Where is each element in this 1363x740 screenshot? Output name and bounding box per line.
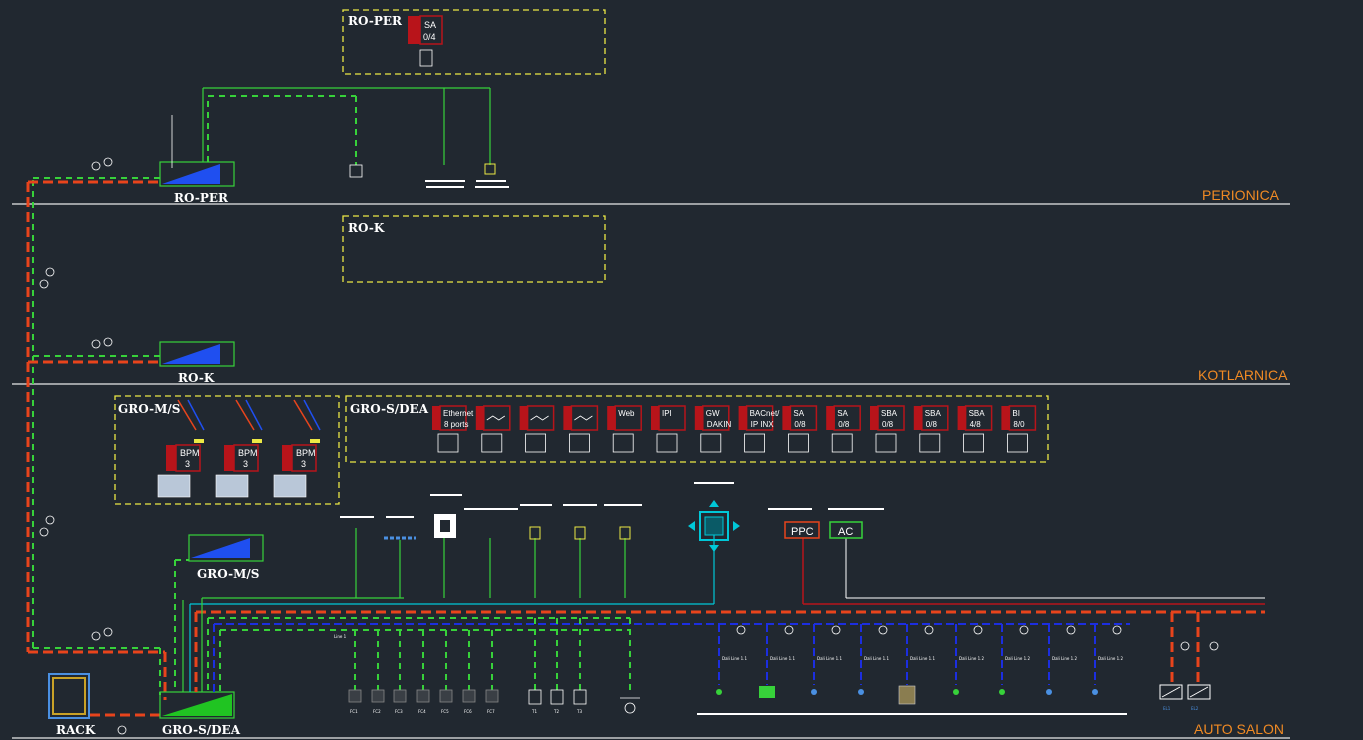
- ro-per-panel[interactable]: RO-PER: [159, 115, 235, 205]
- gro-sdea-modules: Ethernet 8 ports Web IPI GW DAKIN BACnet/IP IN…: [432, 405, 1037, 453]
- small-annotations: [340, 180, 1127, 715]
- ppc-label: PPC: [791, 526, 814, 538]
- sensor-label-7: FC7: [487, 709, 495, 714]
- sdea-module-value-1: 8 ports: [444, 420, 468, 429]
- dali-line-label-7: Dali Line 1.2: [1005, 656, 1030, 661]
- sdea-module-label-13: SBA: [969, 409, 986, 418]
- sdea-module-label-7: GW: [706, 409, 720, 418]
- floor-label-auto-salon: AUTO SALON: [1194, 721, 1284, 737]
- line-1-label: Line 1: [334, 634, 347, 639]
- ro-k-label: RO-K: [178, 371, 215, 385]
- ac-box[interactable]: AC: [829, 521, 863, 539]
- ro-per-feeders: [202, 87, 496, 178]
- sdea-module-value-11: 0/8: [882, 420, 894, 429]
- sdea-module-value-13: 4/8: [970, 420, 982, 429]
- bpm-label-1: BPM: [180, 448, 200, 458]
- sdea-module-label-12: SBA: [925, 409, 942, 418]
- gro-sdea-panel[interactable]: GRO-S/DEA: [159, 691, 241, 737]
- bpm-value-1: 3: [185, 459, 190, 469]
- gro-ms-feeders: [174, 559, 189, 692]
- riser-markers: [39, 157, 127, 735]
- sdea-module-label-1: Ethernet: [443, 409, 474, 418]
- dali-line-label-1: Dali Line 1.1: [722, 656, 747, 661]
- bpm-label-2: BPM: [238, 448, 258, 458]
- ro-per-cabinet: RO-PER SA 0/4: [342, 9, 606, 75]
- gro-ms-cabinet-title: GRO-M/S: [118, 402, 180, 416]
- bpm-label-3: BPM: [296, 448, 316, 458]
- sensor-label-6: FC6: [464, 709, 472, 714]
- dali-line-label-5: Dali Line 1.1: [910, 656, 935, 661]
- fire-sensors: FC1 FC2 FC3 FC4 FC5 FC6 FC7 T1 T2 T3: [348, 618, 640, 714]
- ppc-box[interactable]: PPC: [784, 521, 820, 539]
- sdea-module-label-11: SBA: [881, 409, 898, 418]
- end-label-1: EL1: [1163, 706, 1171, 711]
- rack[interactable]: RACK: [48, 673, 96, 737]
- ro-k-cabinet: RO-K: [342, 215, 606, 283]
- dali-line-label-2: Dali Line 1.1: [770, 656, 795, 661]
- sdea-module-label-9: SA: [793, 409, 804, 418]
- end-label-2: EL2: [1191, 706, 1199, 711]
- sdea-module-value-8: IP INX: [751, 420, 775, 429]
- ro-per-label: RO-PER: [174, 191, 229, 205]
- sdea-module-value-7: DAKIN: [707, 420, 732, 429]
- dali-line-label-8: Dali Line 1.2: [1052, 656, 1077, 661]
- sdea-module-value-9: 0/8: [794, 420, 806, 429]
- gro-sdea-cabinet-title: GRO-S/DEA: [350, 402, 429, 416]
- sdea-module-value-14: 8/0: [1013, 420, 1025, 429]
- bpm-value-2: 3: [243, 459, 248, 469]
- gro-ms-panel[interactable]: GRO-M/S: [188, 534, 264, 581]
- sensor-label-3: FC3: [395, 709, 403, 714]
- thermostat-label-1: T1: [531, 709, 537, 714]
- sensor-label-2: FC2: [373, 709, 381, 714]
- ac-label: AC: [838, 526, 853, 538]
- floor-label-kotlarnica: KOTLARNICA: [1198, 367, 1288, 383]
- dali-lines: Dali Line 1.1 Dali Line 1.1 Dali Line 1.1 D…: [716, 624, 1219, 705]
- dali-line-label-4: Dali Line 1.1: [864, 656, 889, 661]
- sdea-module-label-8: BACnet/: [750, 409, 781, 418]
- sensor-label-5: FC5: [441, 709, 449, 714]
- ro-k-cabinet-title: RO-K: [348, 221, 385, 235]
- ro-per-cabinet-title: RO-PER: [348, 14, 403, 28]
- floor-label-perionica: PERIONICA: [1202, 187, 1280, 203]
- gro-sdea-label: GRO-S/DEA: [162, 723, 241, 737]
- ro-per-module-line1: SA: [424, 20, 436, 30]
- thermostat-label-3: T3: [576, 709, 582, 714]
- gro-ms-cabinet: GRO-M/S: [114, 395, 340, 505]
- dali-line-label-3: Dali Line 1.1: [817, 656, 842, 661]
- sdea-module-label-5: Web: [618, 409, 635, 418]
- bpm-value-3: 3: [301, 459, 306, 469]
- sdea-module-label-14: BI: [1012, 409, 1020, 418]
- sensor-label-4: FC4: [418, 709, 426, 714]
- sdea-module-label-10: SA: [837, 409, 848, 418]
- ac-indoor-unit[interactable]: [688, 500, 740, 552]
- sensor-label-1: FC1: [350, 709, 358, 714]
- trunk-lines: [189, 532, 1265, 692]
- sdea-module-value-10: 0/8: [838, 420, 850, 429]
- end-boxes: EL1 EL2: [1159, 684, 1211, 711]
- field-devices-upper: [355, 514, 631, 598]
- ro-per-module-line2: 0/4: [423, 32, 436, 42]
- gro-sdea-cabinet: GRO-S/DEA: [345, 395, 1049, 463]
- gro-ms-label: GRO-M/S: [197, 567, 259, 581]
- dali-line-label-6: Dali Line 1.2: [959, 656, 984, 661]
- dali-line-label-9: Dali Line 1.2: [1098, 656, 1123, 661]
- sdea-module-value-12: 0/8: [926, 420, 938, 429]
- thermostat-label-2: T2: [553, 709, 559, 714]
- rack-label: RACK: [56, 723, 96, 737]
- main-riser: [26, 177, 167, 717]
- sdea-module-label-6: IPI: [662, 409, 672, 418]
- ro-k-panel[interactable]: RO-K: [159, 341, 235, 385]
